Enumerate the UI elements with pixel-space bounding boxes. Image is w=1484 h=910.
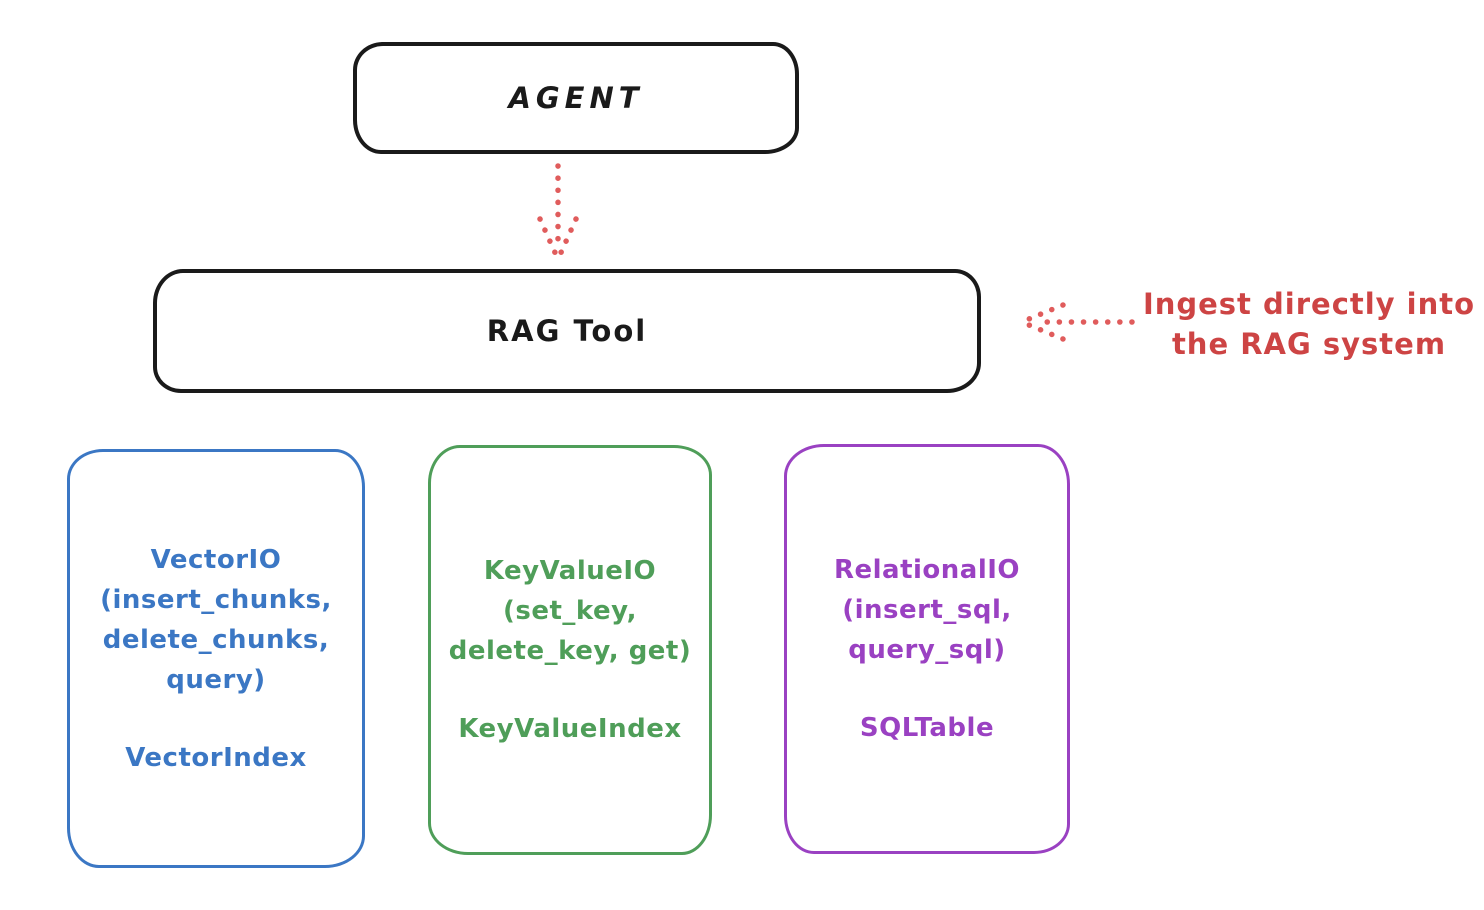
agent-label: AGENT	[508, 81, 644, 115]
io-box-line: (insert_chunks,	[100, 584, 332, 615]
io-box-line: VectorIO	[150, 544, 282, 575]
io-box-line: (insert_sql,	[842, 595, 1012, 625]
vector-io-text: VectorIO (insert_chunks, delete_chunks, …	[100, 540, 332, 700]
relational-io-text: RelationalIO (insert_sql, query_sql)	[834, 550, 1020, 670]
keyvalue-io-text: KeyValueIO (set_key, delete_key, get)	[449, 551, 692, 671]
vector-io-box: VectorIO (insert_chunks, delete_chunks, …	[67, 449, 365, 868]
io-box-line: query_sql)	[848, 635, 1006, 665]
ingest-annotation-line2: the RAG system	[1171, 327, 1447, 361]
agent-box: AGENT	[353, 42, 799, 154]
io-box-line: delete_key, get)	[448, 636, 692, 666]
dotted-arrow-down-icon	[537, 163, 579, 260]
vector-index-label: VectorIndex	[125, 742, 307, 773]
io-box-line: query)	[166, 664, 266, 695]
ingest-annotation-line1: Ingest directly into	[1142, 287, 1476, 321]
io-box-line: delete_chunks,	[102, 624, 330, 655]
io-box-line: KeyValueIO	[483, 556, 657, 586]
io-box-line: (set_key,	[503, 596, 637, 626]
relational-io-box: RelationalIO (insert_sql, query_sql) SQL…	[784, 444, 1070, 854]
sql-table-label: SQLTable	[859, 713, 995, 743]
dotted-arrow-left-icon	[1021, 302, 1135, 342]
io-box-line: RelationalIO	[833, 555, 1021, 585]
ingest-annotation: Ingest directly into the RAG system	[1134, 284, 1484, 364]
keyvalue-io-box: KeyValueIO (set_key, delete_key, get) Ke…	[428, 445, 712, 855]
rag-tool-label: RAG Tool	[486, 314, 648, 348]
keyvalue-index-label: KeyValueIndex	[458, 714, 682, 744]
rag-tool-box: RAG Tool	[153, 269, 981, 393]
